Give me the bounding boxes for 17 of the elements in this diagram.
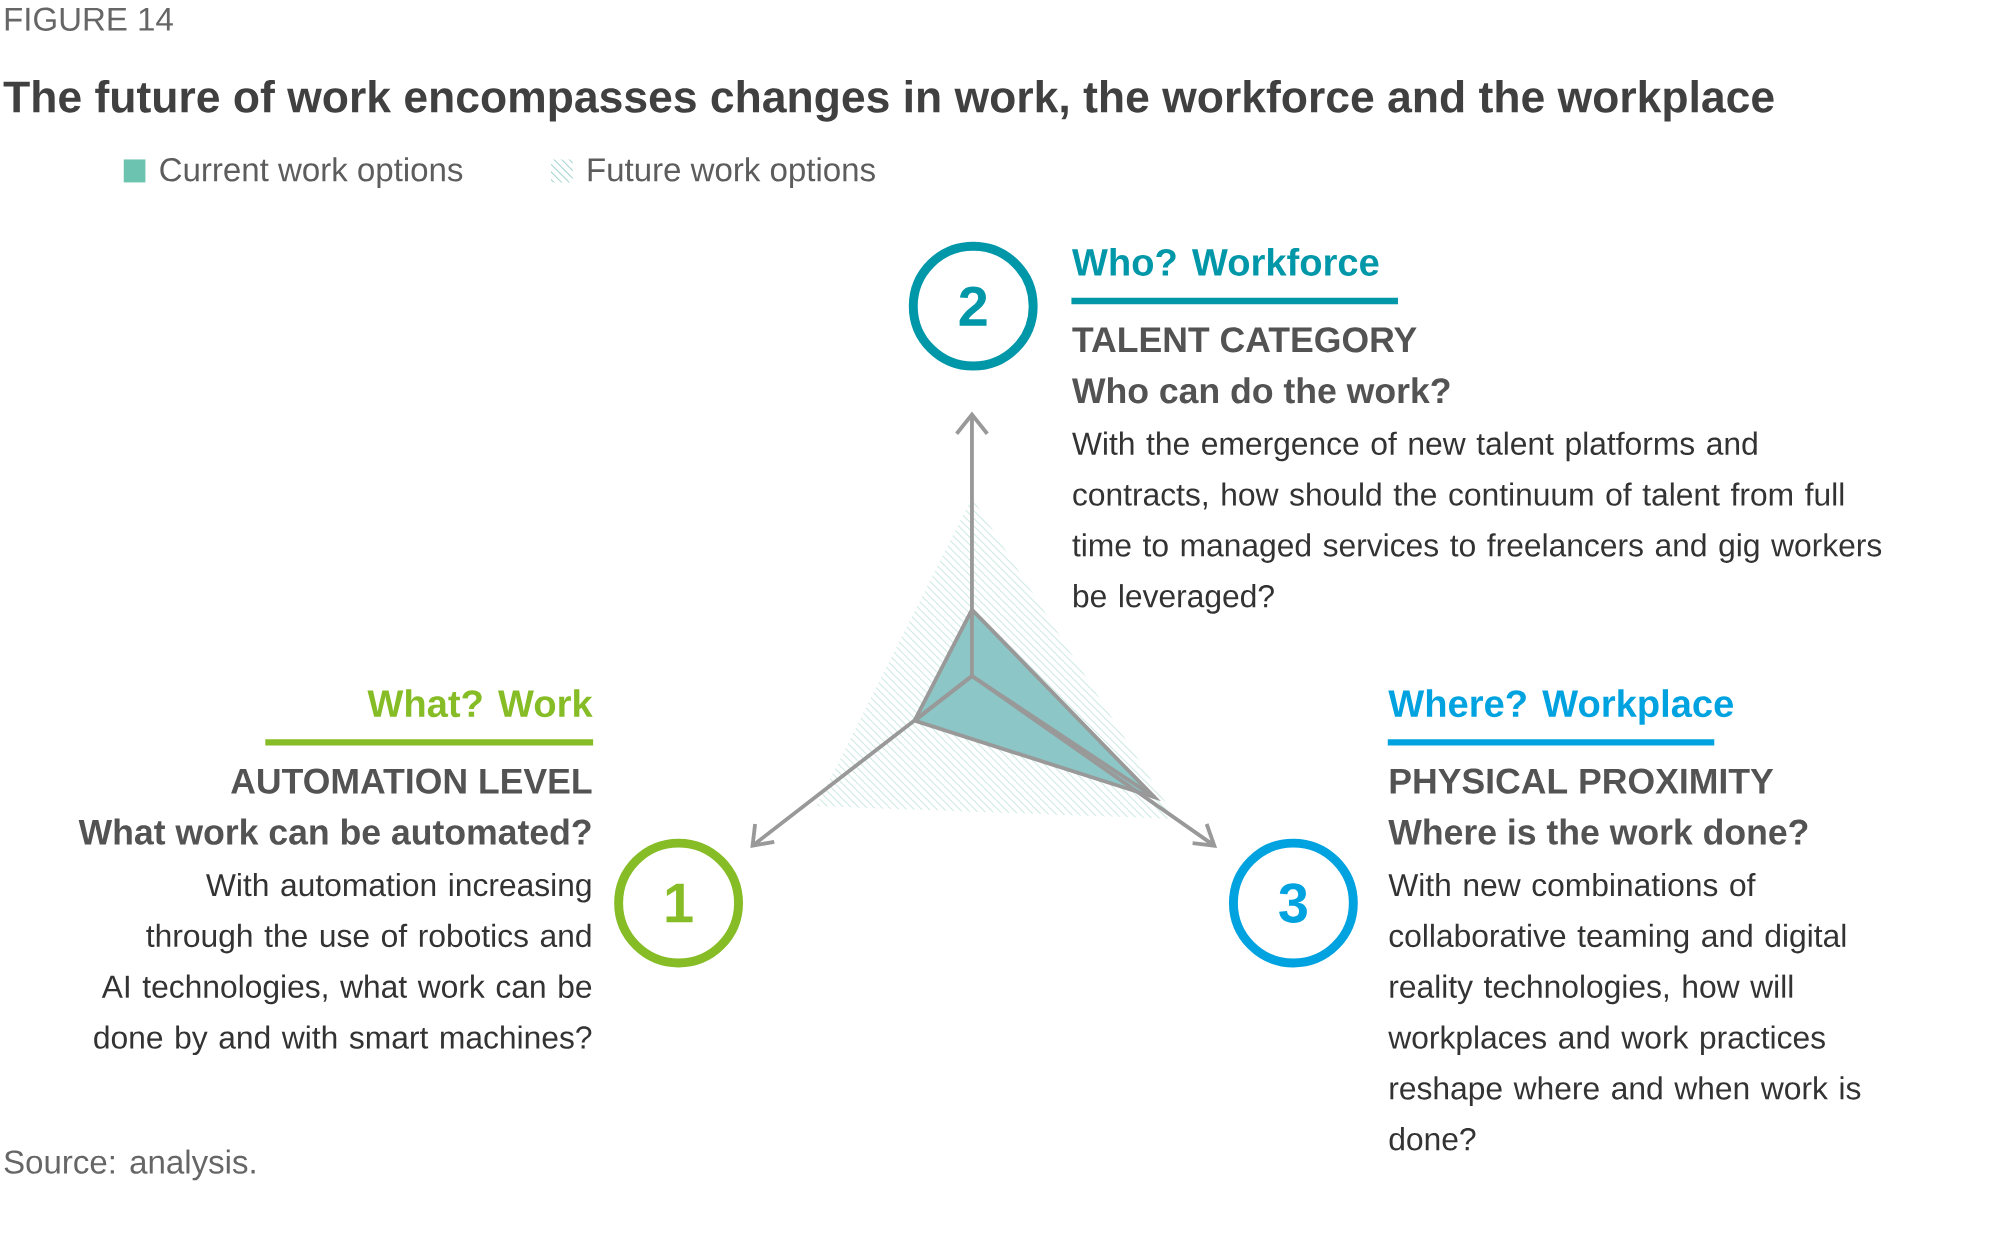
heading: What? Work <box>367 689 593 718</box>
category-heading: AUTOMATION LEVEL <box>231 768 592 794</box>
legend-label: Future work options <box>588 157 875 189</box>
description: With new combinations of collaborative teaming and digital reality technologies, how will workplaces and work practices reshape where and when work is done? <box>1388 873 1861 1151</box>
description: With automation increasing through the use of robotics and AI technologies, what work can be done by and with smart machines? <box>94 873 592 1056</box>
legend-label: Current work options <box>160 157 463 189</box>
heading: Who? Workforce <box>1072 247 1379 276</box>
figure-number: FIGURE 14 <box>5 7 173 31</box>
question: Who can do the work? <box>1072 377 1450 404</box>
question: Where is the work done? <box>1388 818 1808 845</box>
source-note: Source: analysis. <box>4 1149 255 1181</box>
description: With the emergence of new talent platforms and contracts, how should the continuum of talent from full time to managed services to freelancers and gig workers be leveraged? <box>1072 431 1882 614</box>
title: The future of work encompasses changes in work, the workforce and the workplace <box>3 80 1774 122</box>
heading: Where? Workplace <box>1388 689 1733 725</box>
category-heading: TALENT CATEGORY <box>1072 327 1417 353</box>
category-heading: PHYSICAL PROXIMITY <box>1390 768 1774 794</box>
question: What work can be automated? <box>78 818 591 845</box>
